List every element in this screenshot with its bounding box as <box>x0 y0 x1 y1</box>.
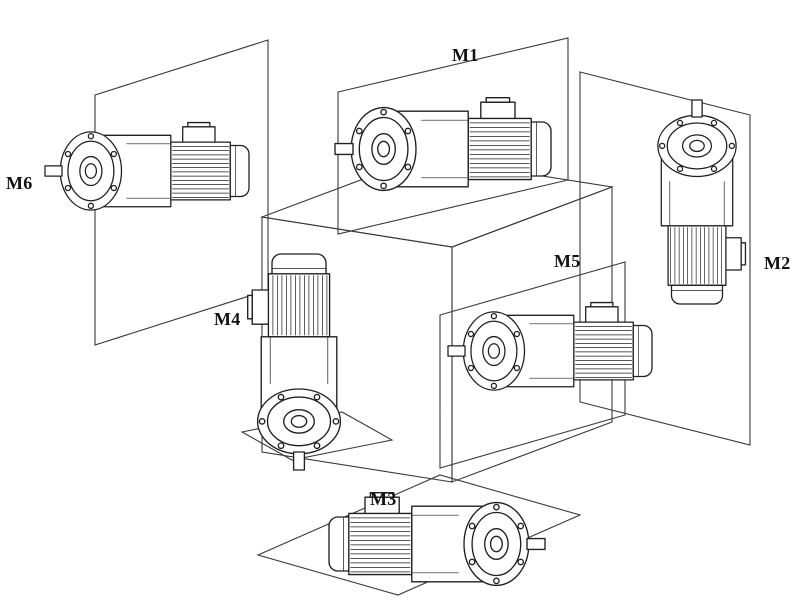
cube-right-face <box>451 186 613 483</box>
mounting-plane-m5 <box>439 261 626 469</box>
gearmotor-m1-drawing <box>334 97 552 192</box>
label-m6: M6 <box>6 173 33 193</box>
gearmotor-m5-drawing <box>447 301 653 391</box>
label-m5: M5 <box>554 251 581 271</box>
label-m2: M2 <box>764 253 791 273</box>
gearmotor-m6-drawing <box>44 121 250 211</box>
mounting-plane-m1 <box>337 37 569 235</box>
label-m1: M1 <box>452 45 479 65</box>
label-m4: M4 <box>214 309 241 329</box>
label-m3: M3 <box>370 489 397 509</box>
gearmotor-m3-drawing <box>328 492 546 587</box>
gearmotor-m2-drawing <box>657 99 747 305</box>
